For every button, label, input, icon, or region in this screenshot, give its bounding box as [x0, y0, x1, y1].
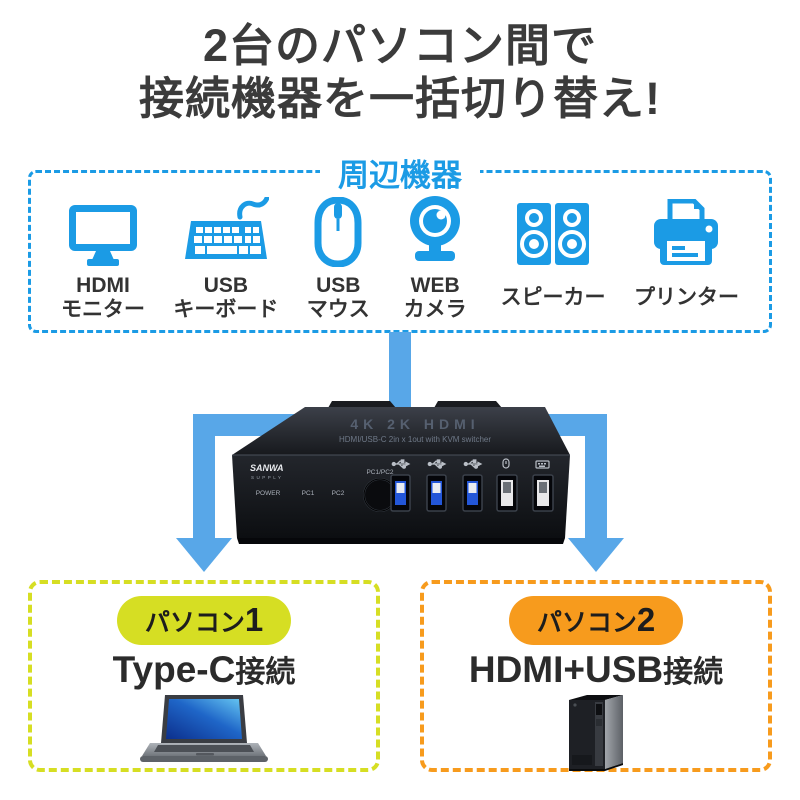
device-led-power: POWER	[256, 490, 281, 497]
pc2-box: パソコン2 HDMI+USB接続	[420, 580, 772, 772]
speaker-icon	[514, 193, 592, 267]
peripheral-label: USB マウス	[306, 273, 370, 321]
title-line-1: 2台のパソコン間で	[202, 20, 598, 71]
peripheral-printer: プリンター	[634, 193, 739, 324]
device-button-label: PC1/PC2	[366, 469, 393, 476]
printer-icon	[650, 193, 722, 267]
device-usb3-ports	[390, 459, 483, 512]
peripherals-box: 周辺機器 HDMI モニター	[28, 150, 772, 333]
device-led-pc1: PC1	[302, 490, 315, 497]
desktop-tower-image	[424, 693, 768, 776]
pc2-connection-label: HDMI+USB接続	[468, 649, 724, 691]
peripheral-label: WEB カメラ	[403, 273, 467, 321]
mouse-port-icon	[502, 458, 510, 469]
device-hid-ports	[496, 458, 554, 512]
peripheral-usb-keyboard: USB キーボード	[173, 193, 278, 324]
keyboard-port-icon	[535, 460, 550, 469]
peripherals-box-label: 周辺機器	[320, 150, 480, 195]
device-brand: SANWA	[250, 463, 284, 473]
web-camera-icon	[398, 193, 472, 267]
peripheral-speaker: スピーカー	[501, 193, 606, 324]
laptop-image	[32, 693, 376, 772]
peripheral-web-camera: WEB カメラ	[398, 193, 472, 324]
arrow-center-bar	[389, 332, 411, 428]
peripheral-label: HDMI モニター	[61, 273, 145, 321]
pc2-badge: パソコン2	[508, 596, 684, 646]
usb-keyboard-icon	[183, 193, 269, 267]
arrow-right-head	[568, 538, 624, 572]
arrow-right-bar	[585, 414, 607, 538]
arrow-left-head	[176, 538, 232, 572]
device-brand-sub: SUPPLY	[251, 475, 283, 480]
pc2-badge-number: 2	[636, 601, 656, 638]
page-title: 2台のパソコン間で 接続機器を一括切り替え!	[0, 20, 800, 125]
device-top-subtitle: HDMI/USB-C 2in x 1out with KVM switcher	[339, 435, 491, 444]
peripheral-usb-mouse: USB マウス	[307, 193, 370, 324]
peripheral-label: スピーカー	[500, 285, 606, 309]
device-top-logo: 4K 2K HDMI	[350, 416, 479, 432]
pc1-badge: パソコン1	[116, 596, 292, 646]
pc1-badge-number: 1	[244, 601, 264, 638]
peripheral-label: プリンター	[633, 285, 739, 309]
device-led-pc2: PC2	[332, 490, 345, 497]
peripheral-hdmi-monitor: HDMI モニター	[61, 193, 145, 324]
pc1-connection-label: Type-C接続	[112, 649, 296, 691]
peripherals-list: HDMI モニター	[31, 173, 769, 330]
kvm-switch-device: 4K 2K HDMI HDMI/USB-C 2in x 1out with KV…	[220, 398, 580, 553]
arrow-left-bar	[193, 414, 215, 538]
peripheral-label: USB キーボード	[173, 273, 279, 321]
usb-mouse-icon	[314, 193, 362, 267]
title-line-2: 接続機器を一括切り替え!	[139, 72, 661, 124]
pc1-box: パソコン1 Type-C接続	[28, 580, 380, 772]
hdmi-monitor-icon	[66, 193, 140, 267]
